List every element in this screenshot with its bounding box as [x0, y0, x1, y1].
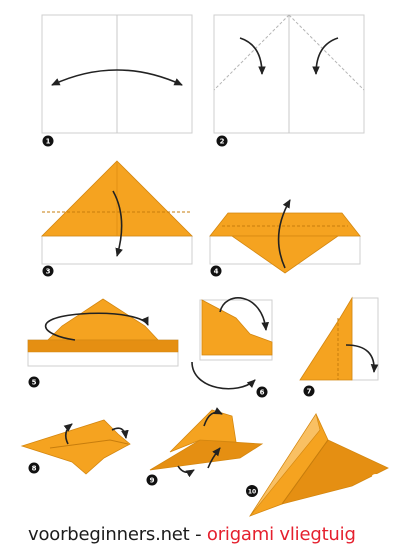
step-number-7: 7: [303, 385, 315, 397]
step-number-10: 10: [246, 485, 258, 497]
fold-arrow: [277, 199, 291, 269]
plane-wing-bottom: [149, 439, 264, 471]
step-number-3: 3: [42, 265, 54, 277]
step-number-5: 5: [28, 376, 40, 388]
step-7-diagram: [299, 296, 379, 381]
step-number-2: 2: [216, 135, 228, 147]
center-fold: [281, 439, 329, 505]
plane-wing-top: [169, 409, 237, 453]
caption-title: origami vliegtuig: [206, 524, 356, 545]
svg-text:1: 1: [46, 138, 51, 146]
step-4-diagram: [209, 199, 361, 274]
step-number-4: 4: [210, 265, 222, 277]
fold-arrow: [51, 69, 183, 86]
step-9-diagram: [149, 407, 264, 478]
svg-text:10: 10: [248, 489, 256, 496]
fold-line-left: [213, 14, 290, 91]
step-3-diagram: [41, 160, 193, 265]
step-number-6: 6: [256, 386, 268, 398]
svg-text:3: 3: [46, 268, 51, 276]
fold-arrow: [44, 312, 149, 341]
step-number-9: 9: [146, 474, 158, 486]
fold-arrow: [112, 190, 123, 257]
fold-arrow-tail: [177, 465, 195, 478]
step-2-diagram: [213, 14, 365, 134]
site-name: voorbeginners.net: [28, 524, 190, 545]
fold-arrow-right: [111, 427, 129, 439]
folded-shape: [299, 296, 353, 381]
svg-text:5: 5: [32, 379, 37, 387]
folded-band: [27, 339, 179, 353]
step-number-8: 8: [28, 462, 40, 474]
fold-arrow: [345, 344, 379, 373]
step-number-1: 1: [42, 135, 54, 147]
svg-text:2: 2: [220, 138, 225, 146]
step-8-diagram: [20, 419, 131, 475]
svg-text:8: 8: [32, 465, 37, 473]
plane-keel: [249, 413, 321, 517]
paper-highlight: [372, 474, 380, 478]
plane-fold: [49, 439, 129, 449]
fold-arrow-left: [239, 37, 266, 75]
paper-base: [41, 235, 193, 265]
svg-text:7: 7: [307, 388, 312, 396]
folded-band: [209, 212, 361, 237]
step-5-diagram: [27, 298, 179, 367]
fold-arrow-left: [63, 423, 73, 445]
folded-shape: [201, 299, 273, 356]
folded-point: [230, 235, 340, 274]
step-6-diagram: [191, 297, 273, 390]
fold-arrow-top: [203, 407, 223, 427]
footer-caption: voorbeginners.net - origami vliegtuig: [28, 522, 388, 548]
step-10-diagram: [249, 413, 389, 517]
plane-body: [20, 419, 131, 475]
svg-text:4: 4: [214, 268, 219, 276]
caption-separator: -: [189, 524, 207, 545]
step-1-diagram: [41, 14, 193, 134]
svg-text:6: 6: [260, 389, 265, 397]
fold-line-right: [288, 14, 365, 91]
svg-text:9: 9: [150, 477, 155, 485]
fold-arrow-bottom: [191, 361, 256, 390]
fold-arrow-bottom: [207, 447, 221, 469]
fold-arrow-top: [219, 297, 270, 331]
fold-arrow-right: [312, 37, 339, 75]
